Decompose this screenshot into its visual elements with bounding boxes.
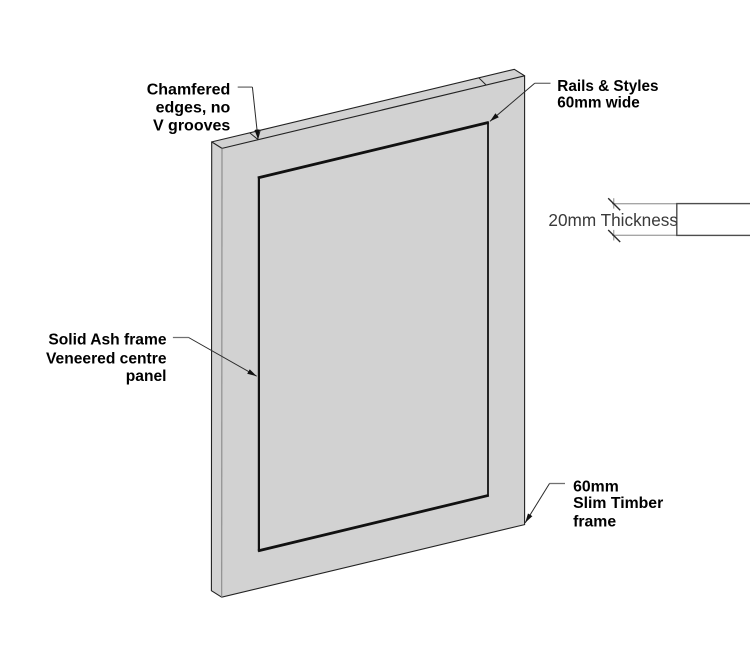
- svg-text:Veneered centre: Veneered centre: [46, 350, 167, 367]
- svg-text:frame: frame: [573, 514, 616, 531]
- svg-text:Rails & Styles: Rails & Styles: [557, 78, 658, 95]
- svg-text:panel: panel: [126, 368, 167, 385]
- svg-text:edges, no: edges, no: [156, 100, 231, 117]
- svg-text:Solid Ash frame: Solid Ash frame: [48, 332, 166, 349]
- svg-text:60mm wide: 60mm wide: [557, 95, 639, 112]
- svg-text:Chamfered: Chamfered: [147, 81, 231, 98]
- svg-text:Slim Timber: Slim Timber: [573, 495, 663, 512]
- svg-text:20mm Thickness: 20mm Thickness: [548, 210, 678, 230]
- svg-text:V grooves: V grooves: [153, 117, 230, 134]
- svg-text:60mm: 60mm: [573, 478, 619, 495]
